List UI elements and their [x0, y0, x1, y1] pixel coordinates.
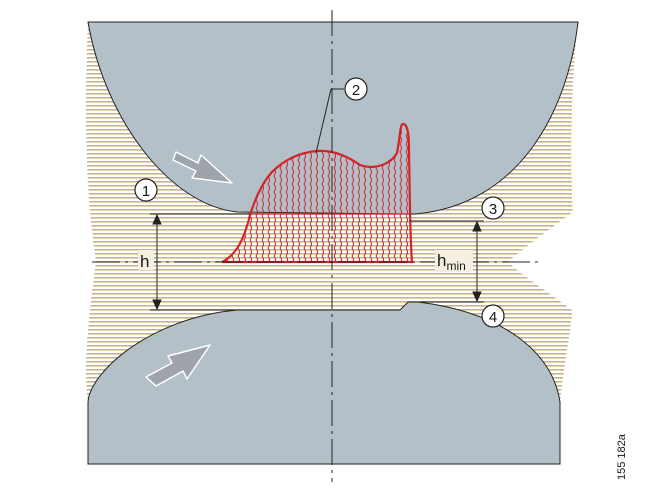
svg-text:4: 4 [489, 309, 497, 326]
pressure-hatch-line [399, 124, 402, 262]
arrow-up-right-icon [145, 344, 211, 387]
dimension-hmin [410, 220, 484, 303]
callout-1: 1 [134, 178, 158, 202]
svg-text:3: 3 [489, 201, 497, 218]
pressure-hatch-line [405, 124, 408, 262]
dimension-h [150, 213, 250, 311]
svg-text:1: 1 [142, 183, 150, 200]
svg-text:2: 2 [352, 82, 360, 99]
figure-id: 155 182a [616, 434, 628, 480]
label-hmin: hmin [437, 251, 466, 273]
arrow-down-right-icon [172, 151, 233, 184]
lower-roller [87, 301, 561, 465]
callout-4: 4 [481, 304, 505, 328]
label-h: h [140, 252, 149, 271]
callout-2: 2 [344, 77, 368, 101]
callout-3: 3 [481, 196, 505, 220]
